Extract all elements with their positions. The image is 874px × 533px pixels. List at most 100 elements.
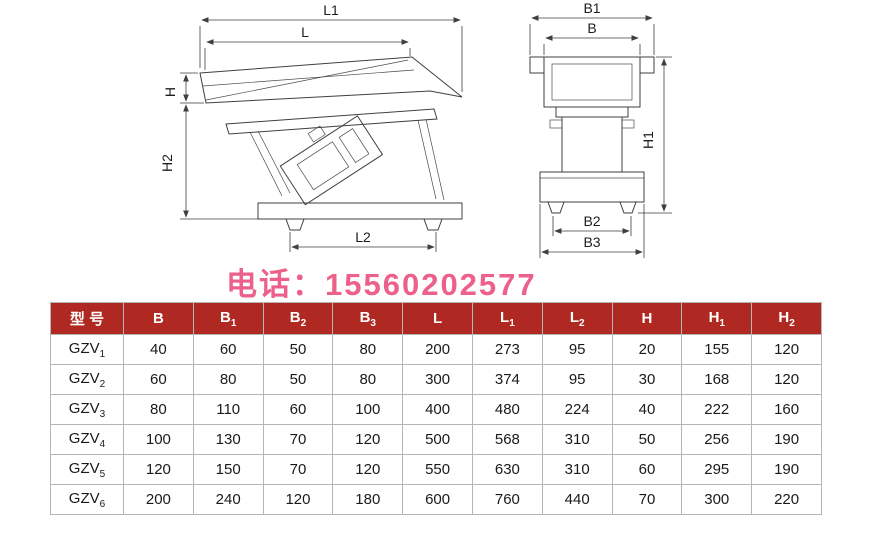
value-cell: 310 — [541, 454, 613, 485]
dim-label-l2: L2 — [355, 229, 371, 245]
right-tab — [621, 119, 635, 129]
value-cell: 120 — [751, 334, 822, 365]
value-cell: 374 — [471, 364, 543, 395]
feeder-drawing-svg: L1 L H H2 L2 — [159, 0, 672, 258]
vibrator-coil — [296, 141, 350, 191]
tray-outline — [199, 56, 463, 104]
l1-extension-lines — [199, 26, 463, 92]
front-base-plate — [539, 171, 645, 203]
dim-label-h: H — [162, 87, 178, 97]
body-plate — [225, 108, 438, 135]
model-subscript: 1 — [99, 348, 106, 360]
value-cell: 110 — [192, 394, 264, 425]
value-cell: 80 — [332, 364, 404, 395]
technical-drawing: L1 L H H2 L2 — [159, 0, 672, 258]
value-cell: 760 — [471, 484, 543, 515]
value-cell: 300 — [681, 484, 753, 515]
dim-label-b: B — [587, 20, 596, 36]
value-cell: 120 — [123, 454, 194, 485]
value-cell: 168 — [681, 364, 753, 395]
header-subscript: 2 — [300, 317, 307, 329]
header-subscript: 2 — [789, 317, 795, 329]
dimension-b: B — [543, 20, 641, 55]
value-cell: 310 — [541, 424, 613, 455]
phone-watermark: 电话：15560202577 — [226, 267, 537, 302]
value-cell: 60 — [262, 394, 334, 425]
header-cell: L2 — [541, 302, 613, 335]
value-cell: 100 — [123, 424, 194, 455]
value-cell: 60 — [192, 334, 264, 365]
dimension-h2: H2 — [159, 104, 258, 220]
value-cell: 50 — [611, 424, 683, 455]
vibrator-bolt — [307, 125, 326, 143]
base-plate — [257, 202, 463, 220]
header-cell: H1 — [681, 302, 753, 335]
value-cell: 550 — [402, 454, 473, 485]
model-subscript: 4 — [99, 438, 106, 450]
b2-extension-lines — [552, 216, 632, 236]
model-cell: GZV5 — [50, 454, 124, 485]
value-cell: 50 — [262, 334, 334, 365]
value-cell: 80 — [123, 394, 194, 425]
feed-tray — [199, 56, 463, 104]
value-cell: 180 — [332, 484, 404, 515]
value-cell: 200 — [402, 334, 473, 365]
value-cell: 120 — [262, 484, 334, 515]
header-cell: L — [402, 302, 473, 335]
value-cell: 295 — [681, 454, 753, 485]
right-ear — [639, 56, 655, 74]
value-cell: 60 — [611, 454, 683, 485]
value-cell: 120 — [332, 424, 404, 455]
value-cell: 440 — [541, 484, 613, 515]
left-ear — [529, 56, 545, 74]
header-subscript: 1 — [509, 317, 515, 329]
column-housing — [561, 116, 623, 173]
header-cell: B1 — [192, 302, 264, 335]
value-cell: 120 — [332, 454, 404, 485]
value-cell: 70 — [262, 454, 334, 485]
value-cell: 70 — [611, 484, 683, 515]
value-cell: 155 — [681, 334, 753, 365]
side-view-drawing: L1 L H H2 L2 — [159, 2, 463, 252]
value-cell: 40 — [611, 394, 683, 425]
value-cell: 60 — [123, 364, 194, 395]
left-tab — [549, 119, 563, 129]
tray-inner-line — [202, 69, 415, 87]
value-cell: 20 — [611, 334, 683, 365]
value-cell: 120 — [751, 364, 822, 395]
model-subscript: 3 — [99, 408, 106, 420]
value-cell: 70 — [262, 424, 334, 455]
value-cell: 50 — [262, 364, 334, 395]
value-cell: 500 — [402, 424, 473, 455]
value-cell: 480 — [471, 394, 543, 425]
b3-extension-lines — [539, 204, 645, 258]
header-cell: L1 — [471, 302, 543, 335]
model-cell: GZV4 — [50, 424, 124, 455]
value-cell: 30 — [611, 364, 683, 395]
base-assembly — [257, 202, 463, 231]
model-cell: GZV6 — [50, 484, 124, 515]
header-subscript: 3 — [370, 317, 376, 329]
value-cell: 100 — [332, 394, 404, 425]
dimension-l: L — [204, 24, 411, 70]
vibrator-unit — [279, 115, 384, 206]
vibrator-housing — [279, 115, 384, 206]
dimension-h: H — [162, 72, 204, 104]
value-cell: 190 — [751, 454, 822, 485]
value-cell: 273 — [471, 334, 543, 365]
l2-extension-lines — [289, 232, 437, 252]
dim-label-b2: B2 — [583, 213, 600, 229]
value-cell: 630 — [471, 454, 543, 485]
l-extension-lines — [204, 48, 411, 70]
right-support-arm — [417, 118, 445, 201]
value-cell: 220 — [751, 484, 822, 515]
